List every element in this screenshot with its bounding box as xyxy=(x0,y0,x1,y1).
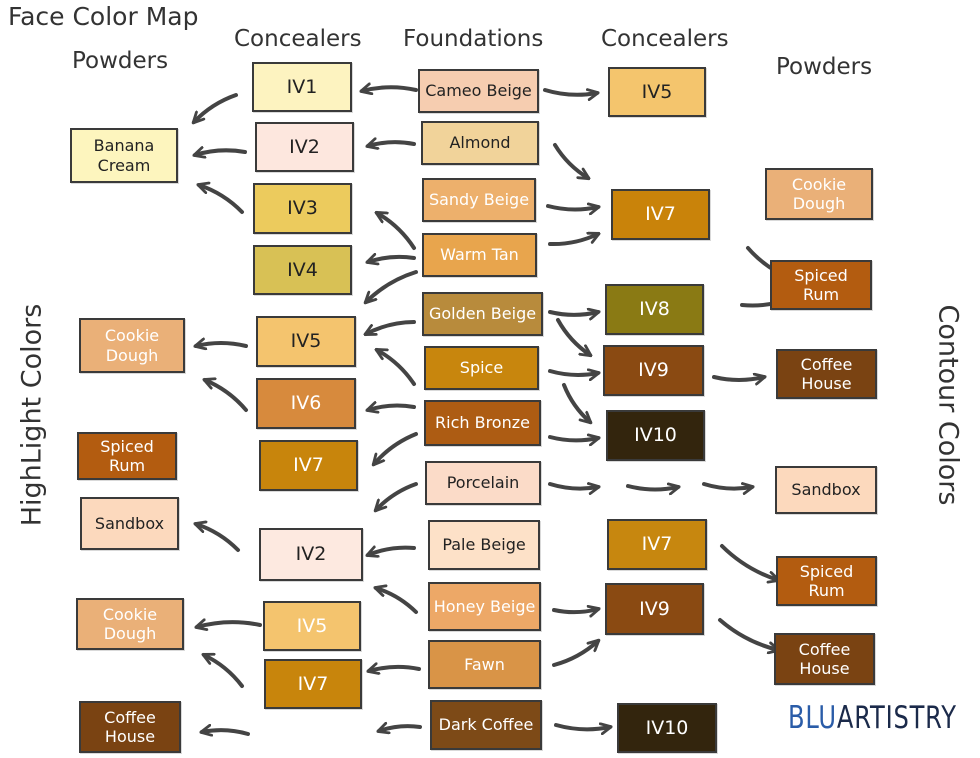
ct-concealer-iv9-b: IV9 xyxy=(605,583,704,635)
hl-concealer-iv5: IV5 xyxy=(256,316,356,367)
arrow-43 xyxy=(202,730,250,734)
hl-concealer-iv6: IV6 xyxy=(256,378,356,429)
arrow-5 xyxy=(195,150,247,155)
arrow-11 xyxy=(548,234,598,247)
arrow-37 xyxy=(552,641,598,667)
arrow-30 xyxy=(702,482,752,489)
ct-concealer-iv9: IV9 xyxy=(603,345,704,396)
arrow-9 xyxy=(377,213,416,250)
ct-powder-spiced-rum-b: Spiced Rum xyxy=(776,556,877,606)
arrow-1 xyxy=(362,87,418,91)
ct-powder-coffee-house-b: Coffee House xyxy=(774,633,875,685)
logo-text-artistry: Artistry xyxy=(836,700,957,736)
arrow-14 xyxy=(548,312,598,315)
side-label-contour: Contour Colors xyxy=(932,304,964,506)
hl-powder-sandbox: Sandbox xyxy=(80,497,179,550)
arrow-41 xyxy=(379,726,422,731)
ct-concealer-iv7-b: IV7 xyxy=(607,519,707,570)
foundation-golden-beige: Golden Beige xyxy=(422,292,543,336)
hl-concealer-iv4: IV4 xyxy=(253,245,352,295)
hl-concealer-iv5-b: IV5 xyxy=(263,601,361,651)
hl-powder-spiced-rum: Spiced Rum xyxy=(77,432,177,480)
foundation-warm-tan: Warm Tan xyxy=(422,233,537,277)
header-powders-left: Powders xyxy=(72,48,169,74)
arrow-40 xyxy=(718,618,778,650)
hl-concealer-iv3: IV3 xyxy=(253,183,352,234)
hl-concealer-iv7-b: IV7 xyxy=(264,659,362,709)
arrow-20 xyxy=(377,350,416,386)
foundation-dark-coffee: Dark Coffee xyxy=(430,700,542,750)
arrow-6 xyxy=(553,143,588,178)
ct-powder-cookie-dough: Cookie Dough xyxy=(765,168,873,220)
arrow-24 xyxy=(205,380,248,412)
hl-concealer-iv1: IV1 xyxy=(252,62,352,112)
foundation-fawn: Fawn xyxy=(428,640,541,689)
arrow-27 xyxy=(376,482,418,510)
arrow-21 xyxy=(712,377,764,380)
arrow-8 xyxy=(546,206,598,210)
page-title: Face Color Map xyxy=(8,2,199,31)
arrow-32 xyxy=(368,548,416,555)
brand-logo: BluArtistry xyxy=(788,700,957,736)
ct-powder-coffee-house: Coffee House xyxy=(776,349,877,399)
ct-concealer-iv10: IV10 xyxy=(606,410,705,461)
header-concealers-right: Concealers xyxy=(601,26,729,52)
foundation-porcelain: Porcelain xyxy=(425,461,541,505)
hl-concealer-iv2: IV2 xyxy=(255,122,354,172)
arrow-18 xyxy=(196,343,248,346)
ct-concealer-iv8: IV8 xyxy=(605,284,704,335)
arrow-15 xyxy=(366,320,416,336)
arrow-19 xyxy=(548,371,598,375)
hl-powder-cookie-dough-b: Cookie Dough xyxy=(76,598,184,650)
arrow-38 xyxy=(369,667,421,671)
ct-concealer-iv10-b: IV10 xyxy=(617,703,717,753)
hl-powder-banana-cream: Banana Cream xyxy=(70,128,178,183)
arrow-26 xyxy=(548,437,598,440)
arrow-29 xyxy=(626,486,678,490)
arrow-2 xyxy=(543,88,597,95)
arrow-23 xyxy=(562,383,590,422)
ct-powder-sandbox: Sandbox xyxy=(775,466,877,514)
arrow-7 xyxy=(199,185,244,214)
arrow-36 xyxy=(197,622,262,627)
side-label-highlight: HighLight Colors xyxy=(16,303,48,527)
arrow-39 xyxy=(204,655,244,688)
ct-concealer-iv7: IV7 xyxy=(611,189,710,240)
foundation-sandy-beige: Sandy Beige xyxy=(422,178,536,222)
logo-text-blu: Blu xyxy=(788,700,837,736)
arrow-16 xyxy=(556,318,590,355)
foundation-pale-beige: Pale Beige xyxy=(428,520,540,570)
hl-concealer-iv2-b: IV2 xyxy=(259,528,363,581)
header-foundations: Foundations xyxy=(403,26,544,52)
foundation-rich-bronze: Rich Bronze xyxy=(424,400,541,446)
foundation-almond: Almond xyxy=(421,121,539,165)
arrow-25 xyxy=(374,432,418,464)
hl-powder-coffee-house: Coffee House xyxy=(79,701,181,753)
foundation-honey-beige: Honey Beige xyxy=(428,582,541,631)
arrow-3 xyxy=(194,93,238,122)
hl-concealer-iv7: IV7 xyxy=(259,440,358,491)
arrow-28 xyxy=(548,482,598,489)
arrow-42 xyxy=(554,725,610,729)
arrow-12 xyxy=(366,270,418,302)
arrow-22 xyxy=(368,406,416,410)
arrow-4 xyxy=(368,142,416,146)
ct-powder-spiced-rum: Spiced Rum xyxy=(770,260,872,310)
arrow-35 xyxy=(552,609,598,612)
ct-concealer-iv5: IV5 xyxy=(608,67,706,117)
arrow-10 xyxy=(368,257,416,262)
foundation-cameo-beige: Cameo Beige xyxy=(418,69,539,113)
arrow-33 xyxy=(720,544,778,580)
header-concealers-left: Concealers xyxy=(234,26,362,52)
hl-powder-cookie-dough: Cookie Dough xyxy=(79,318,185,373)
header-powders-right: Powders xyxy=(776,54,873,80)
arrow-34 xyxy=(376,588,418,614)
foundation-spice: Spice xyxy=(424,346,539,390)
arrow-31 xyxy=(196,524,240,552)
